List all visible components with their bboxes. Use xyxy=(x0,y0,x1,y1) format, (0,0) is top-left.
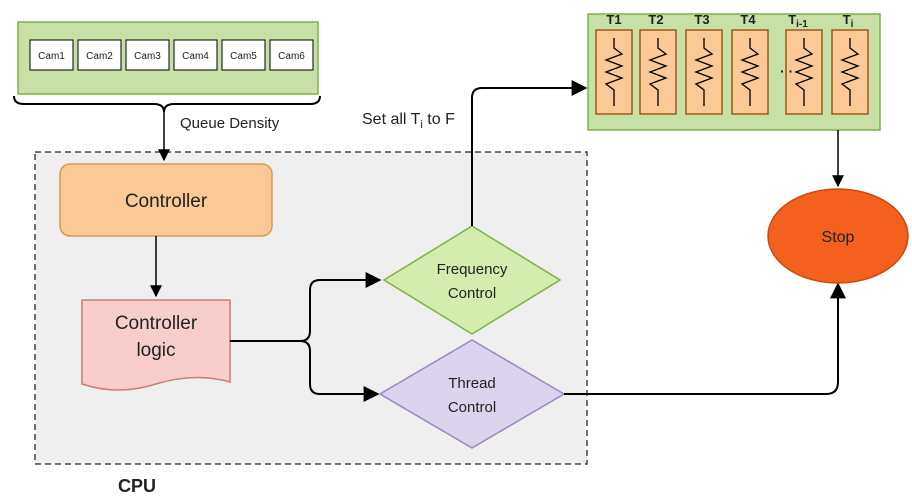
controller-logic-line2: logic xyxy=(136,340,175,361)
controller-label: Controller xyxy=(125,191,208,212)
camera-box xyxy=(173,39,218,71)
queue-density-label: Queue Density xyxy=(180,115,280,132)
camera-box xyxy=(269,39,314,71)
controller-node xyxy=(59,163,273,237)
thread-zigzag-icon xyxy=(604,38,624,106)
thread-cells xyxy=(595,29,869,115)
thread-line2: Control xyxy=(448,399,496,416)
thread-label-ti: Ti xyxy=(843,12,854,30)
thread-zigzag-icon xyxy=(694,38,714,106)
camera-box xyxy=(125,39,170,71)
arrow-logic-to-frequency xyxy=(230,272,382,342)
camera-label: Cam1 xyxy=(38,51,65,62)
frequency-line2: Control xyxy=(448,285,496,302)
camera-label: Cam2 xyxy=(86,51,113,62)
thread-label: T2 xyxy=(648,12,663,27)
arrow-logic-to-thread xyxy=(299,340,380,402)
stop-label: Stop xyxy=(822,229,855,246)
thread-labels: T1 T2 T3 T4 Ti-1 Ti xyxy=(606,12,853,30)
arrow-frequency-to-threads xyxy=(471,80,588,226)
thread-zigzag-icon xyxy=(648,38,668,106)
thread-line1: Thread xyxy=(448,375,496,392)
thread-label: T4 xyxy=(740,12,756,27)
cpu-label: CPU xyxy=(118,476,156,496)
frequency-control-node xyxy=(382,225,562,335)
camera-label: Cam3 xyxy=(134,51,161,62)
arrow-thread-to-stop xyxy=(564,282,846,395)
controller-logic-line1: Controller xyxy=(115,313,198,334)
camera-box xyxy=(221,39,266,71)
queue-brace xyxy=(13,95,321,113)
thread-label: T3 xyxy=(694,12,709,27)
camera-label: Cam5 xyxy=(230,51,257,62)
thread-ellipsis: · · xyxy=(780,63,793,79)
thread-zigzag-icon xyxy=(740,38,760,106)
frequency-line1: Frequency xyxy=(437,261,508,278)
thread-zigzag-icon xyxy=(840,38,860,106)
camera-label: Cam6 xyxy=(278,51,305,62)
set-all-label: Set all Ti to F xyxy=(362,111,455,131)
thread-zigzag-icon xyxy=(794,38,814,106)
thread-label: T1 xyxy=(606,12,621,27)
stop-node xyxy=(767,188,909,284)
camera-label: Cam4 xyxy=(182,51,209,62)
thread-label-ti-minus-1: Ti-1 xyxy=(788,12,808,30)
camera-list: Cam1 Cam2 Cam3 Cam4 Cam5 Cam6 xyxy=(29,39,314,71)
camera-box xyxy=(29,39,74,71)
controller-logic-node xyxy=(81,299,231,391)
camera-box xyxy=(77,39,122,71)
